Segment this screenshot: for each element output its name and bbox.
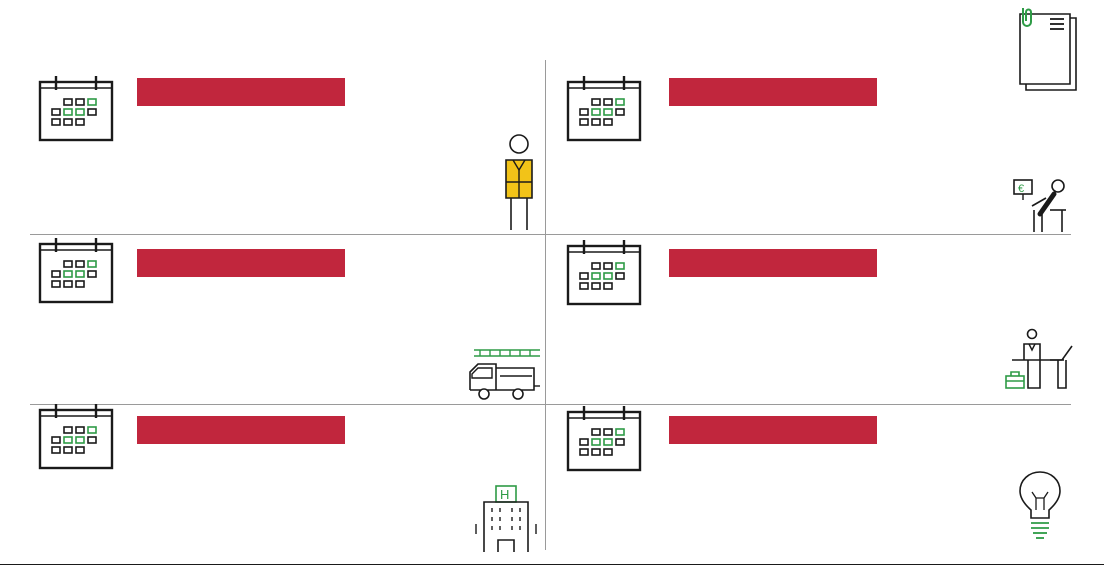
calendar-icon (566, 240, 642, 306)
title-bar (669, 249, 877, 277)
row-divider-1 (30, 234, 1071, 235)
row-divider-2 (30, 404, 1071, 405)
svg-text:€: € (1018, 183, 1024, 195)
hospital-building-icon: H (475, 485, 537, 552)
calendar-icon (566, 76, 642, 142)
title-bar (669, 416, 877, 444)
title-bar (669, 78, 877, 106)
fire-truck-icon (469, 349, 540, 400)
calendar-icon (38, 76, 114, 142)
title-bar (137, 249, 345, 277)
column-divider (545, 60, 546, 550)
calendar-icon (38, 404, 114, 470)
office-worker-at-computer-icon: € (1013, 179, 1066, 232)
worker-in-safety-vest-icon (505, 134, 533, 230)
calendar-icon (38, 238, 114, 304)
bottom-rule (0, 564, 1104, 565)
calendar-icon (566, 406, 642, 472)
documents-with-paperclip-icon (1019, 8, 1077, 91)
title-bar (137, 416, 345, 444)
person-at-desk-with-briefcase-icon (1005, 328, 1073, 389)
light-bulb-icon (1019, 471, 1061, 539)
svg-text:H: H (500, 487, 509, 502)
title-bar (137, 78, 345, 106)
